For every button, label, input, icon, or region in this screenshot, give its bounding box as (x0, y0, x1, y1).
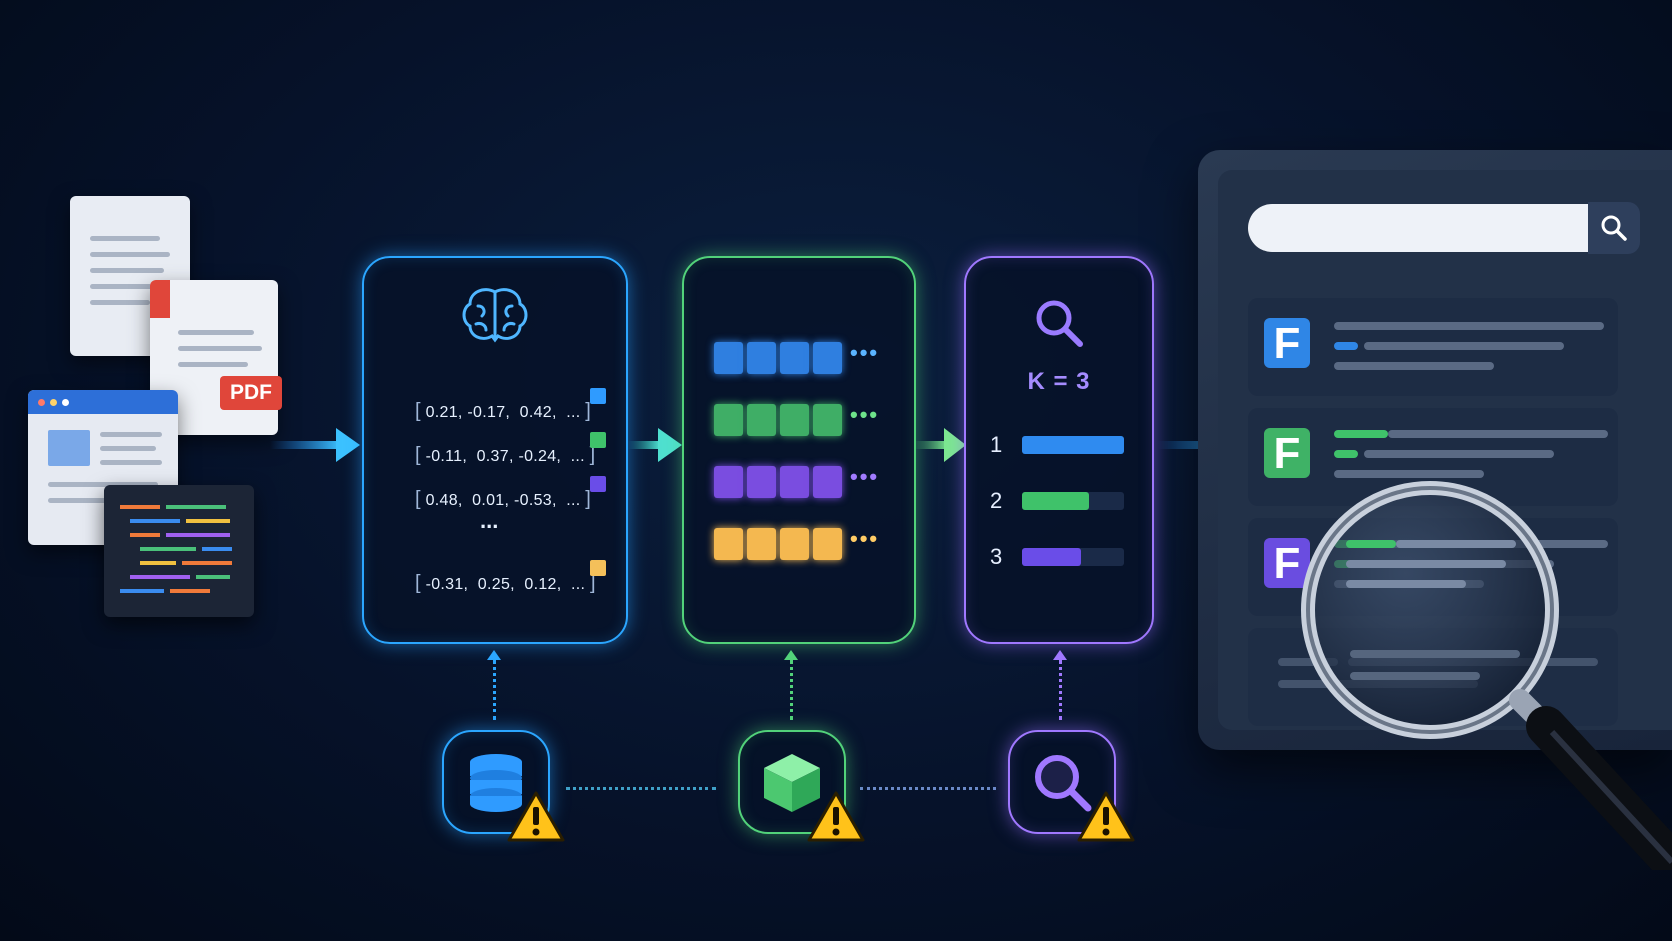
similarity-search-panel: K = 3 1 2 3 (964, 256, 1154, 644)
search-icon (1035, 755, 1092, 812)
vector-swatch (590, 476, 606, 492)
document-icon (70, 196, 190, 356)
database-node (442, 730, 550, 834)
pdf-badge: PDF (220, 376, 282, 410)
score-bar (1022, 548, 1124, 566)
score-bar (1022, 436, 1124, 454)
file-icon: F (1264, 318, 1310, 368)
code-file-icon (104, 485, 254, 617)
file-icon: F (1264, 538, 1310, 588)
file-icon: F (1264, 428, 1310, 478)
vector-block (714, 528, 743, 560)
vector-block (780, 342, 809, 374)
vector-swatch (590, 432, 606, 448)
embedding-panel: [ 0.21, -0.17, 0.42, ... ] [ -0.11, 0.37… (362, 256, 628, 644)
vector-block (747, 404, 776, 436)
result-rank: 2 (990, 488, 1003, 513)
warning-icon (1077, 791, 1135, 842)
vector-block (780, 528, 809, 560)
vector-row: [ -0.31, 0.25, 0.12, ... ] (414, 572, 596, 594)
vector-block (747, 342, 776, 374)
more-dots: ••• (850, 340, 880, 365)
arrow-embed-to-store (628, 428, 682, 462)
result-item[interactable]: F (1248, 298, 1618, 396)
search-button[interactable] (1588, 202, 1640, 254)
vector-block (813, 528, 842, 560)
vector-block (714, 404, 743, 436)
warning-icon (807, 791, 865, 842)
more-dots: ••• (850, 402, 880, 427)
vector-block (780, 404, 809, 436)
k-value-label: K = 3 (1027, 368, 1091, 395)
warning-icon (507, 791, 565, 842)
webpage-icon (28, 390, 178, 545)
more-dots: ••• (850, 464, 880, 489)
vector-ellipsis: ... (480, 508, 499, 533)
score-bar-fill (1022, 436, 1124, 454)
connector-up (493, 660, 499, 720)
magnifying-glass-icon (1301, 481, 1672, 870)
arrow-store-to-search (914, 428, 966, 462)
vector-block (780, 466, 809, 498)
vector-block (813, 404, 842, 436)
result-rank: 1 (990, 432, 1003, 457)
score-bar-fill (1022, 548, 1082, 566)
database-icon (470, 754, 522, 812)
vector-store-panel: ••• ••• ••• ••• (682, 256, 916, 644)
vector-block (714, 466, 743, 498)
input-documents: PDF (20, 190, 282, 650)
vector-swatch (590, 388, 606, 404)
cube-icon (764, 754, 820, 812)
vector-block (714, 342, 743, 374)
connector-up (790, 660, 796, 720)
magnifier-icon (1036, 300, 1083, 347)
brain-icon (462, 288, 528, 343)
vector-block (813, 466, 842, 498)
node-connector (860, 787, 996, 790)
arrow-docs-to-embed (270, 428, 360, 462)
vector-row: [ 0.48, 0.01, -0.53, ... ] (414, 488, 592, 510)
vector-block (813, 342, 842, 374)
vector-block (747, 466, 776, 498)
vector-swatch (590, 560, 606, 576)
search-icon (1601, 215, 1627, 241)
vector-row: [ -0.11, 0.37, -0.24, ... ] (414, 444, 596, 466)
score-bar-fill (1022, 492, 1090, 510)
vector-row: [ 0.21, -0.17, 0.42, ... ] (414, 400, 592, 422)
node-connector (566, 787, 716, 790)
vector-block (747, 528, 776, 560)
connector-up (1059, 660, 1065, 720)
search-bar[interactable] (1248, 204, 1588, 252)
result-rank: 3 (990, 544, 1003, 569)
score-bar (1022, 492, 1124, 510)
more-dots: ••• (850, 526, 880, 551)
